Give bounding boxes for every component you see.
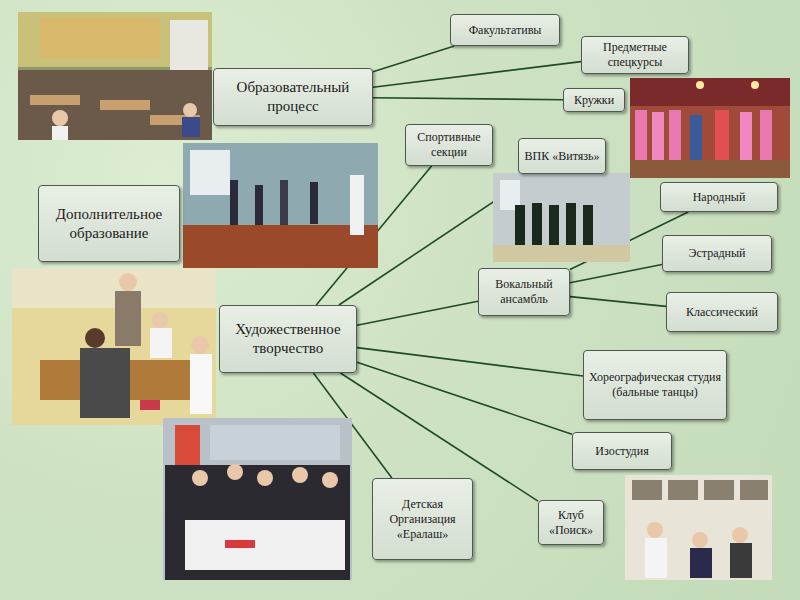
category-box: Хореографическая студия (бальные танцы) [583,350,727,420]
sports-photo [183,143,378,268]
classroom-photo [18,12,212,140]
category-box: Кружки [563,88,625,112]
category-box: Народный [660,182,778,212]
box-label: Факультативы [469,23,542,38]
box-label: Клуб «Поиск» [544,508,598,538]
category-box: Предметные спецкурсы [581,36,689,74]
box-label: Предметные спецкурсы [587,40,683,70]
category-box: ВПК «Витязь» [518,138,606,174]
box-label: Кружки [574,93,614,108]
box-label: Спортивные секции [411,130,487,160]
connector-line [357,348,583,376]
box-label: Вокальный ансамбль [484,277,564,307]
box-label: Изостудия [595,444,648,459]
dance-photo [630,78,790,178]
box-label: Образовательный процесс [219,78,367,116]
box-label: Народный [693,190,746,205]
category-box: Художественное творчество [219,305,357,373]
connector-line [357,362,572,434]
club-photo [493,173,630,262]
box-label: ВПК «Витязь» [525,149,600,164]
connector-line [570,297,666,307]
box-label: Классический [686,305,758,320]
connector-line [373,98,563,100]
connector-line [570,264,662,282]
category-box: Факультативы [450,14,560,46]
box-label: Детская Организация «Ералаш» [378,497,467,542]
museum-photo [625,475,772,580]
category-box: Вокальный ансамбль [478,268,570,316]
category-box: Клуб «Поиск» [538,500,604,545]
connector-line [357,301,478,325]
group-photo [163,418,352,580]
category-box: Классический [666,292,778,332]
connector-line [373,46,454,72]
box-label: Художественное творчество [225,320,351,358]
category-box: Изостудия [572,432,672,470]
category-box: Дополнительное образование [38,185,180,262]
category-box: Спортивные секции [405,124,493,166]
category-box: Детская Организация «Ералаш» [372,478,473,560]
lesson-photo [12,268,216,425]
box-label: Хореографическая студия (бальные танцы) [589,370,721,400]
category-box: Эстрадный [662,235,772,272]
connector-line [373,62,581,88]
category-box: Образовательный процесс [213,68,373,126]
box-label: Эстрадный [689,246,746,261]
box-label: Дополнительное образование [44,205,174,243]
